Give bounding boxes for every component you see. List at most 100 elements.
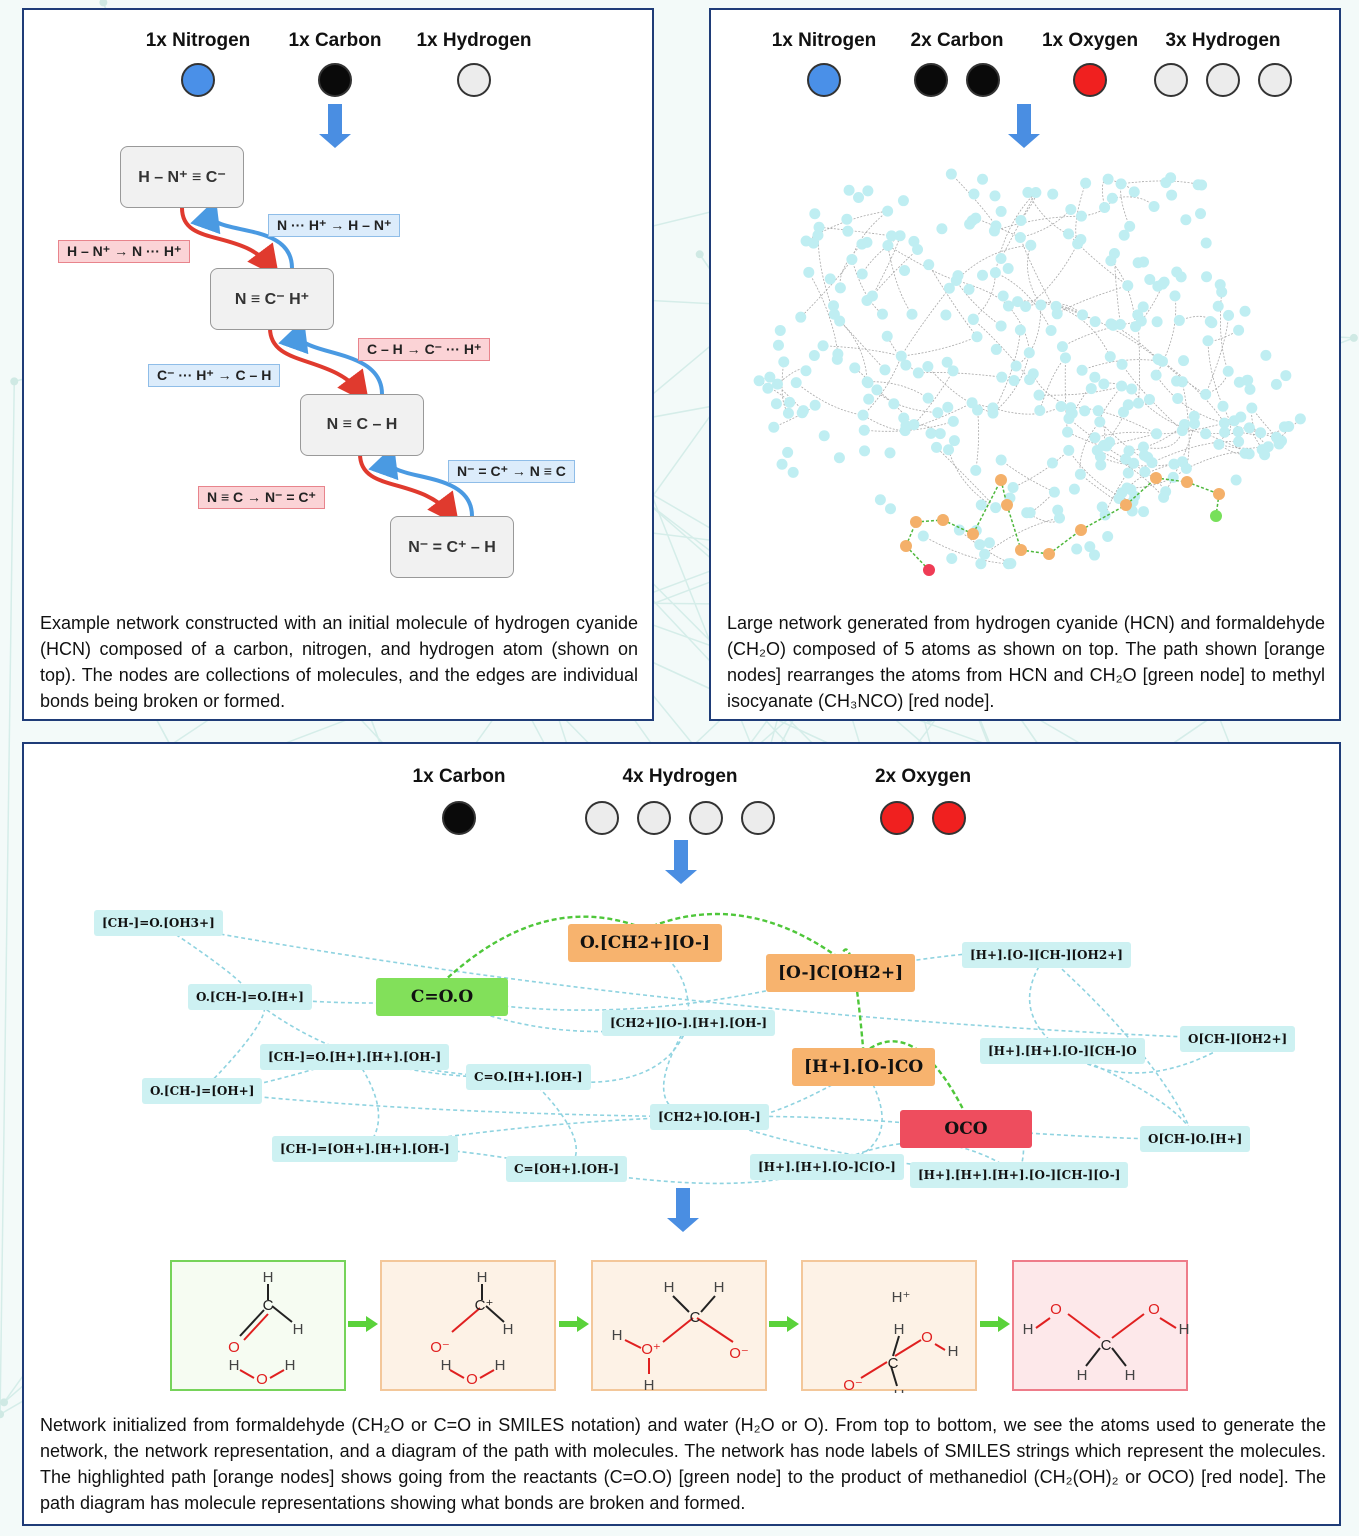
network-edge <box>901 336 978 357</box>
network-node <box>1241 374 1253 386</box>
network-node <box>1128 457 1140 469</box>
network-edge <box>1081 359 1163 371</box>
network-edge <box>826 1141 1020 1176</box>
network-node <box>832 348 844 360</box>
network-node <box>1150 369 1162 381</box>
atom-symbol: O <box>228 1339 240 1356</box>
forward-reaction-arrow <box>268 327 370 404</box>
down-arrow <box>665 840 697 884</box>
network-node <box>975 558 987 570</box>
network-node <box>862 185 874 197</box>
network-node <box>943 282 955 294</box>
network-node <box>1143 393 1155 405</box>
network-node <box>1063 444 1075 456</box>
network-node <box>947 415 959 427</box>
network-node <box>1168 458 1180 470</box>
reaction-tag: N ··· H⁺ → H – N⁺ <box>268 214 401 237</box>
network-edge <box>867 381 929 399</box>
bond <box>239 1369 255 1379</box>
network-node <box>1010 360 1022 372</box>
network-edge <box>1121 364 1183 431</box>
background-dot <box>0 1398 9 1407</box>
network-node <box>900 359 912 371</box>
background-dot <box>695 250 704 259</box>
network-node <box>1213 438 1225 450</box>
network-node <box>1166 189 1178 201</box>
network-edge <box>1120 183 1131 227</box>
network-node <box>922 361 934 373</box>
network-node <box>1056 341 1068 353</box>
network-node <box>1048 486 1060 498</box>
path-step-arrow <box>980 1316 1010 1332</box>
atom-symbol: H <box>644 1377 655 1393</box>
path-edge <box>1080 504 1127 531</box>
network-node <box>923 259 935 271</box>
network-node <box>1219 426 1231 438</box>
network-edge <box>1055 306 1111 357</box>
atom-count-label: 2x Carbon <box>910 30 1004 51</box>
bond <box>449 1369 465 1379</box>
network-node <box>874 494 886 506</box>
molecule-node-hcn: H – N⁺ ≡ C⁻ <box>120 146 244 208</box>
smiles-node: [H+].[H+].[O-][CH-]O <box>980 1038 1145 1064</box>
network-node <box>1139 466 1151 478</box>
network-edge <box>872 235 901 297</box>
path-edge <box>1125 477 1157 506</box>
network-node <box>1204 316 1216 328</box>
reaction-tag: N ≡ C → N⁻ = C⁺ <box>198 486 325 509</box>
atom-symbol: H <box>263 1269 274 1286</box>
network-edge <box>1205 371 1229 395</box>
network-edge <box>158 922 1238 1040</box>
network-node <box>1122 467 1134 479</box>
network-node <box>1137 441 1149 453</box>
network-edge <box>975 410 980 471</box>
network-edge <box>1103 382 1132 390</box>
atom-symbol: H <box>612 1327 623 1344</box>
network-node <box>856 238 868 250</box>
network-edge <box>1205 433 1250 455</box>
atom-symbol: H <box>477 1269 488 1286</box>
network-node <box>979 548 991 560</box>
network-node <box>808 350 820 362</box>
network-node <box>853 191 865 203</box>
network-node <box>753 375 765 387</box>
forward-reaction-arrow <box>358 453 460 526</box>
network-node <box>879 364 891 376</box>
atom-symbol: H <box>664 1279 675 1296</box>
network-node <box>1188 410 1200 422</box>
network-node <box>1151 428 1163 440</box>
path-node <box>1001 499 1013 511</box>
network-node <box>1105 255 1117 267</box>
network-node <box>841 213 853 225</box>
network-node <box>1228 415 1240 427</box>
network-node <box>1099 201 1111 213</box>
network-node <box>1052 504 1064 516</box>
network-node <box>1063 228 1075 240</box>
network-node <box>1102 173 1114 185</box>
network-edge <box>158 922 251 998</box>
network-node <box>1014 324 1026 336</box>
atom-count-label: 1x Hydrogen <box>416 30 532 51</box>
network-edge <box>1025 243 1078 307</box>
path-node <box>1075 524 1087 536</box>
bond <box>672 1295 690 1313</box>
network-node <box>1068 483 1080 495</box>
network-node <box>1122 399 1134 411</box>
network-node <box>1128 186 1140 198</box>
atom-symbol: C⁺ <box>475 1297 494 1314</box>
network-node <box>1148 200 1160 212</box>
bond <box>243 1313 269 1341</box>
network-node <box>1084 541 1096 553</box>
atom-symbol: H <box>1179 1321 1190 1338</box>
smiles-node: C=O.[H+].[OH-] <box>466 1064 591 1090</box>
network-node <box>1146 457 1158 469</box>
network-edge <box>1114 253 1121 325</box>
network-edge <box>249 996 443 1004</box>
network-node <box>871 384 883 396</box>
atom-symbol: O⁺ <box>641 1341 661 1358</box>
network-node <box>1098 439 1110 451</box>
network-node <box>912 367 924 379</box>
network-node <box>987 402 999 414</box>
network-edge <box>1110 260 1136 327</box>
network-node <box>818 430 830 442</box>
